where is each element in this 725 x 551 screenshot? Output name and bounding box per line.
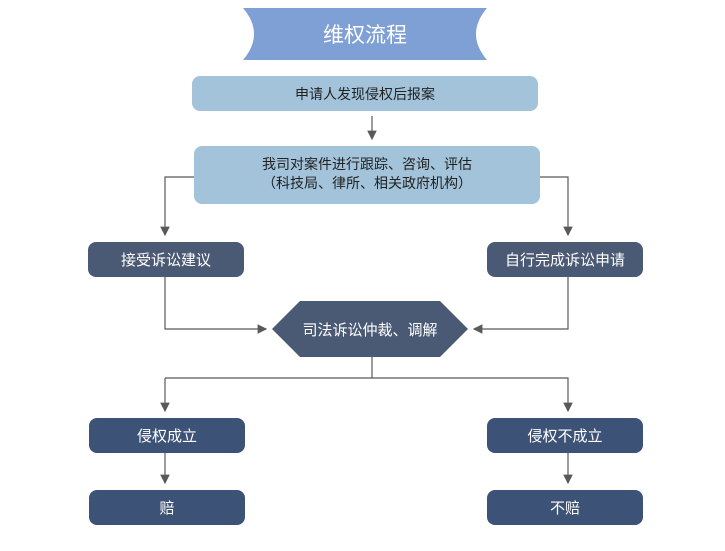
infringement-yes-box <box>89 418 245 453</box>
accept-advice-box <box>88 242 244 277</box>
connector <box>540 176 573 237</box>
connector <box>160 176 194 237</box>
track-label-line1: 我司对案件进行跟踪、咨询、评估 <box>262 157 472 173</box>
report-box <box>192 76 538 111</box>
accept-advice-label: 接受诉讼建议 <box>120 251 211 269</box>
compensate-label: 赔 <box>159 499 175 517</box>
report-label: 申请人发现侵权后报案 <box>295 86 435 103</box>
infringement-no-label: 侵权不成立 <box>527 427 603 445</box>
title: 维权流程 <box>323 23 407 47</box>
connector <box>165 377 573 413</box>
self-apply-label: 自行完成诉讼申请 <box>504 251 625 269</box>
judicial-hexagon <box>272 301 468 357</box>
self-apply-box <box>487 242 643 277</box>
no-compensate-box <box>487 490 643 525</box>
compensate-box <box>89 490 245 525</box>
infringement-yes-label: 侵权成立 <box>136 427 197 445</box>
track-label-line2: （科技局、律所、相关政府机构） <box>262 176 472 192</box>
title-banner <box>243 8 487 60</box>
no-compensate-label: 不赔 <box>549 499 580 517</box>
judicial-label: 司法诉讼仲裁、调解 <box>302 320 438 339</box>
connector <box>472 277 569 334</box>
connector <box>164 277 268 334</box>
infringement-no-box <box>487 418 643 453</box>
track-box <box>194 146 540 204</box>
